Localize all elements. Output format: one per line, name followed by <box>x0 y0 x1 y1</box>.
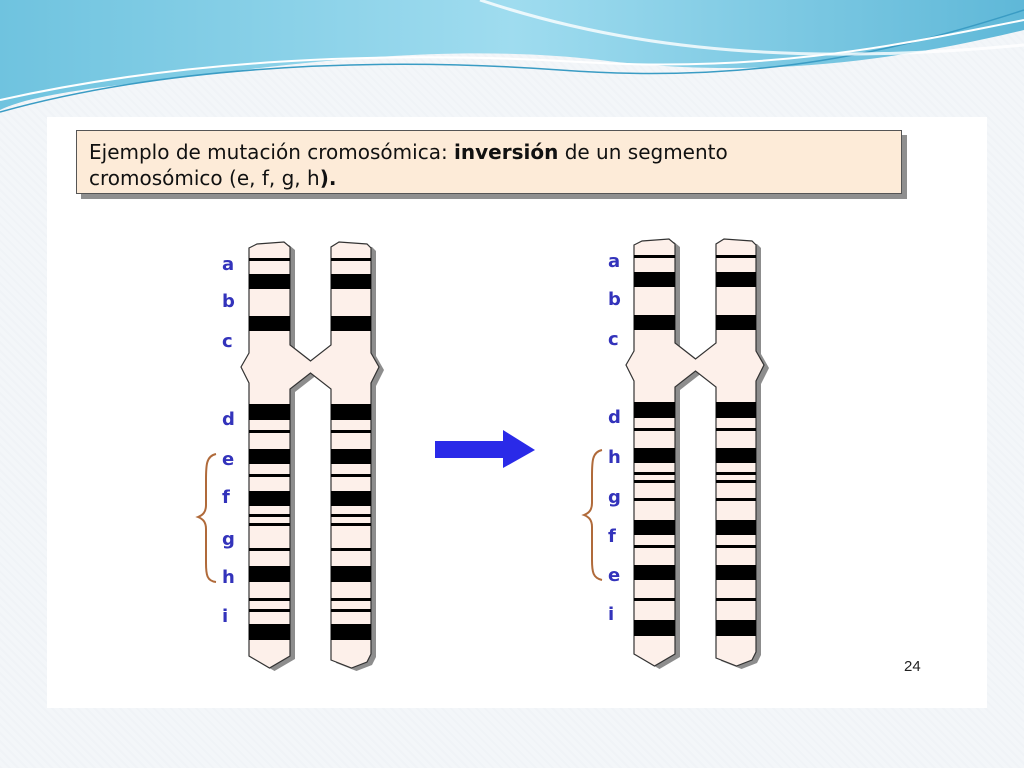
left-chromosome-band-right-11 <box>331 566 371 582</box>
left-chromosome-band-left-6 <box>249 474 290 477</box>
right-chromosome-band-right-3 <box>716 402 756 418</box>
left-chromosome-band-left-7 <box>249 491 290 506</box>
right-chromosome-band-left-3 <box>634 402 675 418</box>
label-original-5: f <box>222 487 230 508</box>
label-inverted-8: i <box>608 604 614 625</box>
right-chromosome-band-left-0 <box>634 255 675 258</box>
left-chromosome-band-right-2 <box>331 316 371 331</box>
left-chromosome-band-left-10 <box>249 548 290 551</box>
right-chromosome-band-left-9 <box>634 520 675 535</box>
label-inverted-6: f <box>608 526 616 547</box>
right-chromosome-band-left-6 <box>634 472 675 475</box>
left-chromosome-band-right-8 <box>331 514 371 517</box>
right-chromosome-band-left-5 <box>634 448 675 463</box>
left-chromosome-band-left-4 <box>249 430 290 433</box>
right-chromosome-band-right-5 <box>716 448 756 463</box>
right-chromosome-band-right-1 <box>716 272 756 287</box>
label-inverted-5: g <box>608 487 621 508</box>
left-chromosome-band-left-0 <box>249 258 290 261</box>
left-chromosome-band-left-8 <box>249 514 290 517</box>
right-chromosome-band-left-13 <box>634 620 675 636</box>
right-chromosome-band-right-9 <box>716 520 756 535</box>
left-chromosome-band-left-2 <box>249 316 290 331</box>
right-chromosome-band-right-6 <box>716 472 756 475</box>
caption-bold-end: ). <box>319 166 337 190</box>
left-chromosome-band-left-3 <box>249 404 290 420</box>
right-chromosome-band-left-2 <box>634 315 675 330</box>
left-chromosome-band-right-9 <box>331 523 371 526</box>
left-chromosome-band-right-4 <box>331 430 371 433</box>
right-chromosome-band-right-8 <box>716 498 756 501</box>
left-chromosome-band-left-1 <box>249 274 290 289</box>
label-original-0: a <box>222 254 234 275</box>
left-chromosome-band-right-0 <box>331 258 371 261</box>
left-chromosome-band-left-12 <box>249 598 290 601</box>
label-inverted-1: b <box>608 289 621 310</box>
label-inverted-4: h <box>608 447 621 468</box>
caption-text-2: de un segmento <box>558 140 728 164</box>
right-chromosome-band-left-11 <box>634 565 675 580</box>
page-number: 24 <box>904 658 921 675</box>
right-chromosome-band-left-10 <box>634 545 675 548</box>
label-original-7: h <box>222 567 235 588</box>
label-original-6: g <box>222 529 235 550</box>
label-original-4: e <box>222 449 234 470</box>
left-chromosome-band-right-12 <box>331 598 371 601</box>
label-inverted-2: c <box>608 329 619 350</box>
right-chromosome-band-left-4 <box>634 428 675 431</box>
caption-bold-inversion: inversión <box>454 140 559 164</box>
right-chromosome-band-right-10 <box>716 545 756 548</box>
left-chromosome-band-left-11 <box>249 566 290 582</box>
right-chromosome-body <box>625 238 765 667</box>
label-inverted-7: e <box>608 565 620 586</box>
left-chromosome-band-right-6 <box>331 474 371 477</box>
label-original-1: b <box>222 291 235 312</box>
left-chromosome-band-left-9 <box>249 523 290 526</box>
label-original-2: c <box>222 331 233 352</box>
labels-original: a b c d e f g h i <box>222 254 235 627</box>
left-chromosome-band-right-1 <box>331 274 371 289</box>
right-chromosome-band-left-1 <box>634 272 675 287</box>
right-chromosome-band-right-0 <box>716 255 756 258</box>
decorative-wave-header <box>0 0 1024 113</box>
chromosome-inverted <box>625 238 769 669</box>
left-chromosome-band-right-3 <box>331 404 371 420</box>
caption-text-1: Ejemplo de mutación cromosómica: <box>89 140 455 164</box>
left-chromosome-band-left-5 <box>249 449 290 464</box>
right-chromosome-band-right-11 <box>716 565 756 580</box>
left-chromosome-band-right-10 <box>331 548 371 551</box>
right-chromosome-band-right-12 <box>716 598 756 601</box>
left-chromosome-band-right-5 <box>331 449 371 464</box>
left-chromosome-body <box>240 241 380 669</box>
left-curly-brace-icon <box>581 449 603 581</box>
label-original-8: i <box>222 606 228 627</box>
left-curly-brace-icon <box>195 453 217 583</box>
right-chromosome-band-left-8 <box>634 498 675 501</box>
caption-box: Ejemplo de mutación cromosómica: inversi… <box>76 130 902 194</box>
right-chromosome-band-left-7 <box>634 480 675 483</box>
right-chromosome-band-right-2 <box>716 315 756 330</box>
label-inverted-3: d <box>608 407 621 428</box>
right-chromosome-band-left-12 <box>634 598 675 601</box>
right-chromosome-band-right-4 <box>716 428 756 431</box>
chromosome-original <box>240 241 384 671</box>
left-chromosome-band-right-14 <box>331 624 371 640</box>
caption-text-3: cromosómico (e, f, g, h <box>89 166 320 190</box>
left-chromosome-band-right-7 <box>331 491 371 506</box>
right-chromosome-band-right-7 <box>716 480 756 483</box>
figure-panel <box>47 117 987 708</box>
label-inverted-0: a <box>608 251 620 272</box>
labels-inverted: a b c d h g f e i <box>608 251 621 625</box>
left-chromosome-band-left-13 <box>249 609 290 612</box>
right-arrow-icon <box>435 430 535 468</box>
label-original-3: d <box>222 409 235 430</box>
left-chromosome-band-right-13 <box>331 609 371 612</box>
left-chromosome-band-left-14 <box>249 624 290 640</box>
right-chromosome-band-right-13 <box>716 620 756 636</box>
